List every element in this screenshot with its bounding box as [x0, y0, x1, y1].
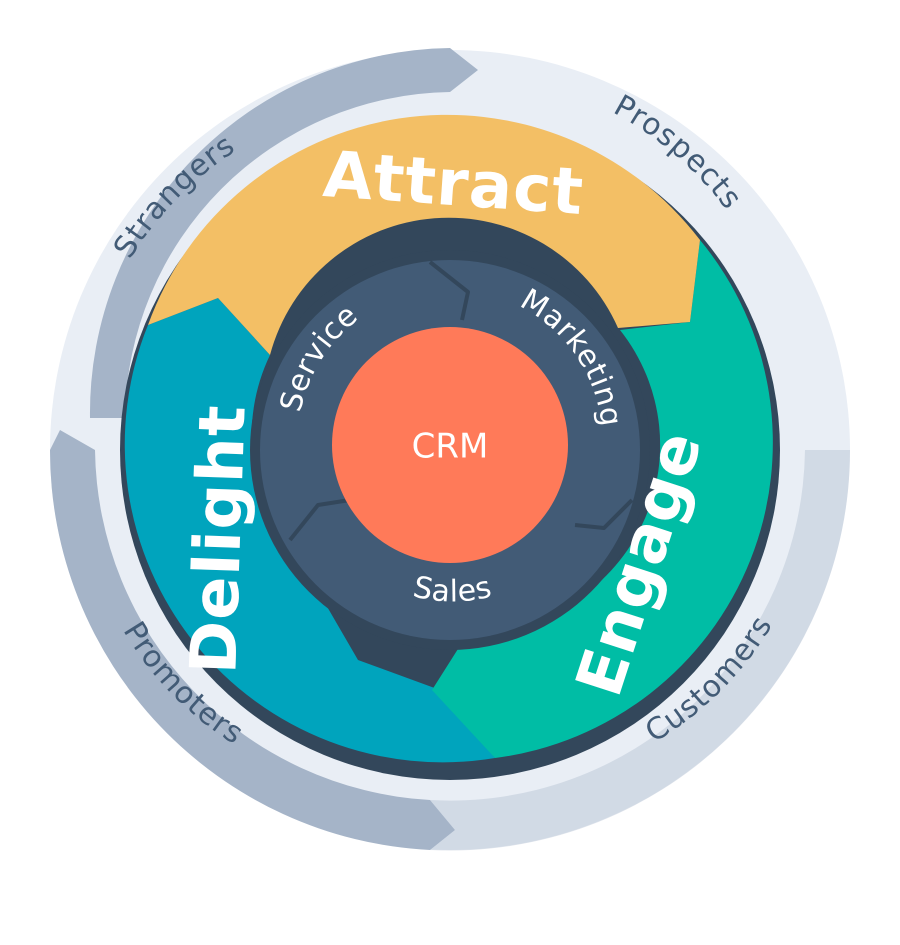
- outer-ring-segment-customers: [430, 450, 851, 851]
- phase-label-attract: Attract: [321, 138, 587, 230]
- core-label: CRM: [412, 427, 489, 467]
- dept-divider-left: [288, 498, 351, 542]
- outer-ring-segment-promoters: [49, 430, 455, 850]
- outer-ring-segment-strangers: [89, 48, 478, 418]
- dept-divider-right: [574, 498, 634, 530]
- dept-label-sales: Sales: [410, 570, 495, 610]
- dept-divider-top: [428, 260, 470, 321]
- crm-core: [332, 327, 568, 563]
- phase-delight-segment: [124, 298, 496, 763]
- phase-attract-segment: [148, 114, 700, 355]
- phase-label-delight: Delight: [177, 403, 260, 675]
